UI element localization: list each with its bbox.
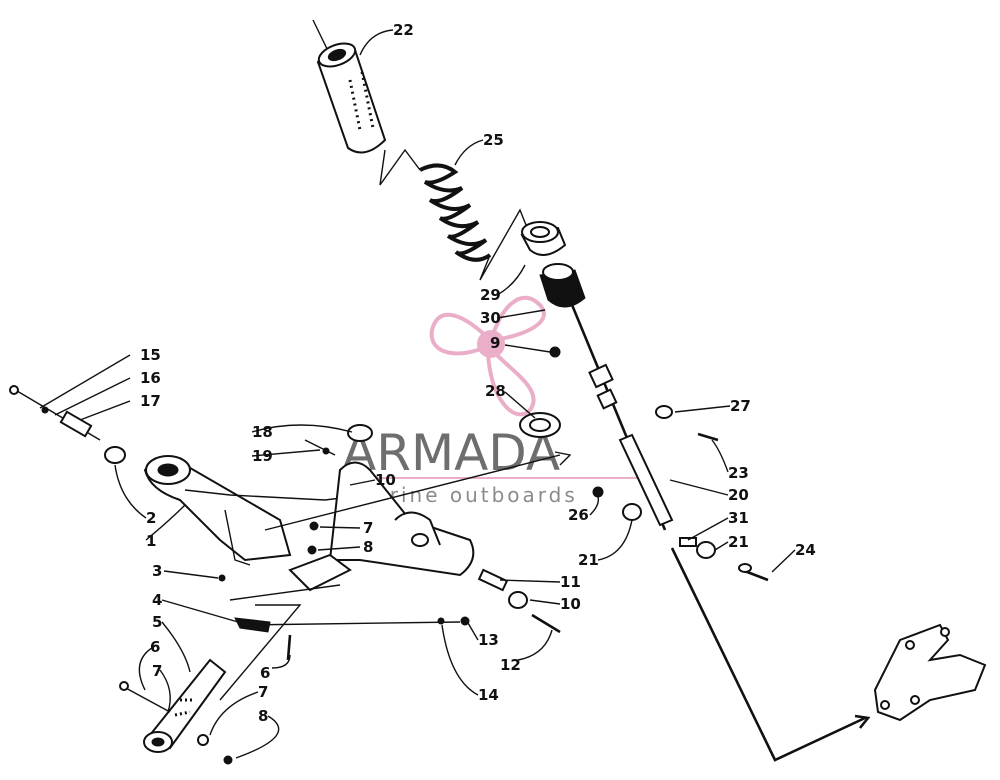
pin-4-line: [244, 621, 461, 626]
bolt-15: [9, 385, 19, 395]
callout-31: 31: [728, 509, 749, 527]
washer-14: [437, 617, 445, 625]
cap-18: [347, 424, 373, 442]
pin-4: [234, 617, 271, 633]
callout-8-lower: 8: [258, 707, 268, 725]
nut-13: [460, 616, 470, 626]
arm-5: [143, 658, 227, 753]
callout-4: 4: [152, 591, 162, 609]
bolt-6a: [286, 634, 292, 661]
washer-16: [41, 406, 49, 414]
washer-9: [549, 346, 561, 358]
callout-19: 19: [252, 447, 273, 465]
watermark-brand: ARMADA: [342, 424, 560, 482]
callout-9: 9: [490, 334, 500, 352]
callout-13: 13: [478, 631, 499, 649]
propeller-icon: [429, 296, 546, 417]
bushing-2: [104, 446, 126, 464]
callout-11: 11: [560, 573, 581, 591]
callout-28: 28: [485, 382, 506, 400]
callout-10-lower: 10: [560, 595, 581, 613]
callout-labels: 22 25 29 30 9 28 27 23 20 26 31 21 21 24…: [140, 21, 816, 725]
callout-6-right: 6: [260, 664, 270, 682]
callout-7-left: 7: [152, 662, 162, 680]
callout-26: 26: [568, 506, 589, 524]
callout-23: 23: [728, 464, 749, 482]
washer-19: [322, 447, 330, 455]
nut-10: [508, 591, 528, 609]
screw-23: [697, 432, 719, 442]
rod-clamp-upper: [588, 363, 618, 410]
callout-22: 22: [393, 21, 414, 39]
callout-27: 27: [730, 397, 751, 415]
watermark: ARMADA marine outboards: [342, 296, 650, 507]
bolt-6b: [121, 685, 171, 713]
callout-21-right: 21: [728, 533, 749, 551]
rod-cylinder: [618, 433, 674, 527]
callout-7-upper: 7: [363, 519, 373, 537]
callout-25: 25: [483, 131, 504, 149]
callout-20: 20: [728, 486, 749, 504]
callout-24: 24: [795, 541, 816, 559]
callout-29: 29: [480, 286, 501, 304]
callout-17: 17: [140, 392, 161, 410]
break-line-middle: [479, 208, 531, 281]
sleeve-11: [477, 568, 509, 592]
callout-6-left: 6: [150, 638, 160, 656]
bushing-lower: [539, 263, 586, 308]
callout-3: 3: [152, 562, 162, 580]
tiller-bracket: [873, 623, 987, 722]
callout-30: 30: [480, 309, 501, 327]
callout-8-upper: 8: [363, 538, 373, 556]
clevis: [288, 553, 352, 592]
seal-28: [519, 412, 561, 438]
callout-2: 2: [146, 509, 156, 527]
nut-21a: [622, 503, 642, 521]
callout-10-upper: 10: [375, 471, 396, 489]
break-line-upper: [379, 148, 421, 186]
linkage-line: [670, 547, 866, 762]
callout-5: 5: [152, 613, 162, 631]
nut-21b: [696, 541, 716, 559]
washer-26: [592, 486, 604, 498]
washer-7c: [197, 734, 209, 746]
callout-1: 1: [146, 532, 156, 550]
link-rod: [264, 454, 561, 531]
main-bracket: [143, 455, 366, 582]
callout-21-left: 21: [578, 551, 599, 569]
sleeve-17: [59, 410, 93, 438]
handle-grip: [312, 19, 387, 154]
nut-27: [655, 405, 673, 419]
spring: [419, 163, 492, 262]
bolt-12: [531, 613, 561, 634]
nut-8b: [223, 755, 233, 765]
callout-18: 18: [252, 423, 273, 441]
callout-15: 15: [140, 346, 161, 364]
callout-7-lower: 7: [258, 683, 268, 701]
spacer-31: [679, 537, 697, 547]
leader-lines: [39, 29, 796, 759]
bushing-upper: [520, 221, 567, 256]
lever-arm: [328, 424, 475, 577]
callout-14: 14: [478, 686, 499, 704]
callout-12: 12: [500, 656, 521, 674]
callout-16: 16: [140, 369, 161, 387]
